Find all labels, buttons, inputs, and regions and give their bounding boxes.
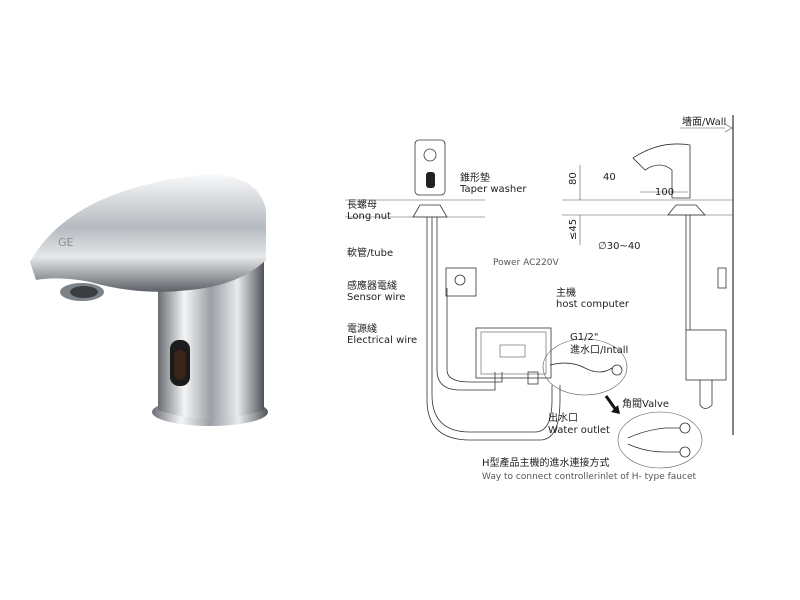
host-en: host computer xyxy=(556,299,630,310)
outlet-en: Water outlet xyxy=(548,425,610,436)
power-label: Power AC220V xyxy=(493,258,560,268)
host-cn: 主機 xyxy=(556,286,576,299)
labels: 墻面/Wall 錐形墊 Taper washer 長螺母 Long nut 軟管… xyxy=(347,115,726,482)
dim-40: 40 xyxy=(603,172,616,183)
sensor-wire-cn: 感應器電綫 xyxy=(347,279,397,292)
dim-45: ≤45 xyxy=(568,219,579,240)
wall-label: 墻面/Wall xyxy=(682,115,726,128)
installation-diagram xyxy=(345,115,734,469)
long-nut-en: Long nut xyxy=(347,211,391,222)
outlet-cn: 出水口 xyxy=(548,411,578,424)
inlet-size: G1/2" xyxy=(570,332,598,343)
inlet-label: 進水口/Intall xyxy=(570,344,628,356)
faucet-photo: GE xyxy=(30,174,268,426)
sensor-wire-en: Sensor wire xyxy=(347,292,405,303)
dim-hole: ∅30~40 xyxy=(598,241,641,252)
long-nut-cn: 長螺母 xyxy=(347,199,377,211)
electrical-wire-en: Electrical wire xyxy=(347,335,417,346)
taper-washer-cn: 錐形墊 xyxy=(460,171,490,184)
caption-cn: H型產品主機的進水連接方式 xyxy=(482,456,610,469)
dim-80: 80 xyxy=(568,172,579,185)
taper-washer-en: Taper washer xyxy=(459,184,527,195)
caption-en: Way to connect controllerinlet of H- typ… xyxy=(482,472,696,482)
valve-label: 角閥Valve xyxy=(622,398,669,410)
logo: GE xyxy=(58,236,74,249)
dim-100: 100 xyxy=(655,187,674,198)
electrical-wire-cn: 電源綫 xyxy=(347,322,377,335)
tube-label: 軟管/tube xyxy=(347,246,393,259)
